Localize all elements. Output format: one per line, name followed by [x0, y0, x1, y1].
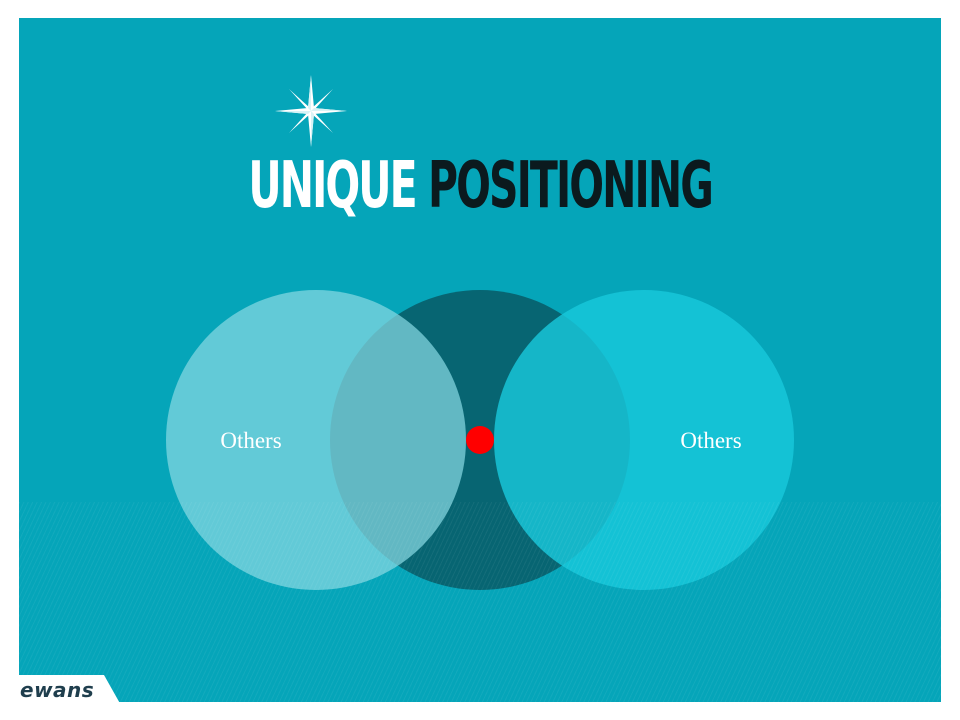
- compass-rose-icon: [275, 75, 347, 147]
- slide-title: UNIQUE POSITIONING: [19, 146, 941, 226]
- venn-circle-left: [166, 290, 466, 590]
- center-dot: [466, 426, 494, 454]
- venn-circle-right: [494, 290, 794, 590]
- title-word-unique: UNIQUE: [248, 149, 417, 223]
- slide: UNIQUE POSITIONING Others Others: [19, 18, 941, 702]
- venn-label-right: Others: [680, 428, 741, 453]
- brand-logo: ewans: [20, 678, 95, 702]
- venn-diagram: Others Others: [166, 290, 794, 590]
- brand-tab: [0, 675, 122, 707]
- venn-label-left: Others: [220, 428, 281, 453]
- title-word-positioning: POSITIONING: [427, 149, 714, 223]
